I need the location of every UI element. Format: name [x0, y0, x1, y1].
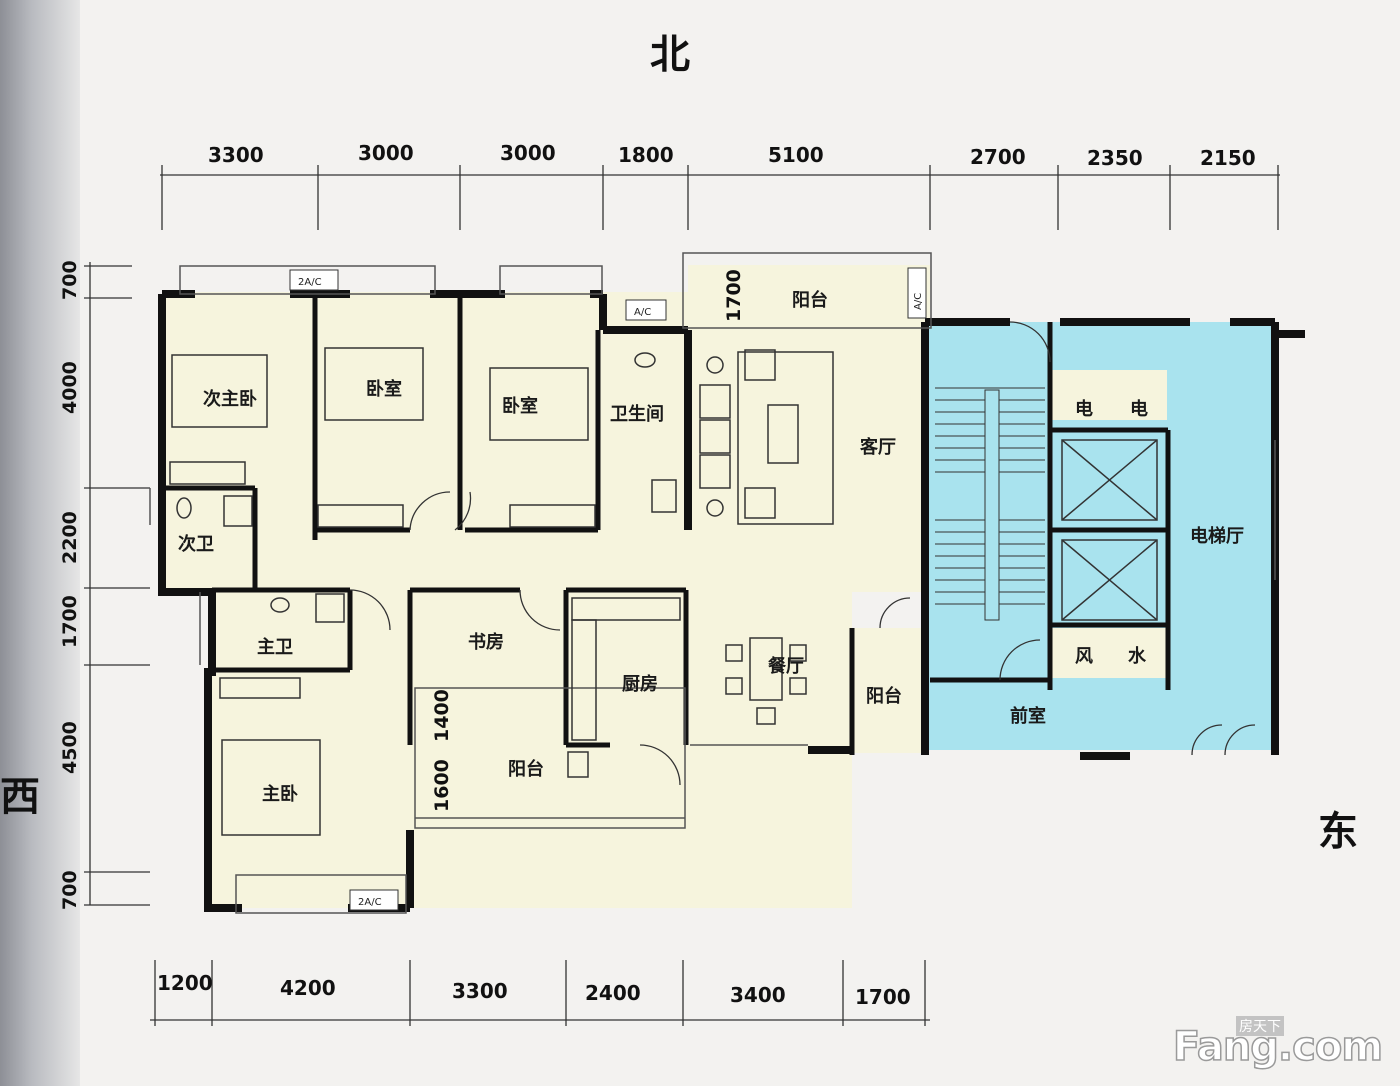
kitchen-furniture — [567, 597, 681, 778]
room-label-living-room: 客厅 — [860, 436, 896, 458]
left-dimension-line — [84, 262, 150, 906]
left-dim-6: 700 — [59, 870, 81, 910]
left-dim-5: 4500 — [59, 721, 81, 774]
room-label-bedroom-1: 卧室 — [366, 378, 402, 400]
room-label-balcony-north: 阳台 — [792, 289, 828, 311]
left-dim-2: 4000 — [59, 361, 81, 414]
left-dim-4: 1700 — [59, 595, 81, 648]
room-label-balcony-east: 阳台 — [866, 685, 902, 707]
room-label-kitchen: 厨房 — [622, 673, 658, 695]
bed-furniture — [169, 347, 596, 836]
left-dim-1: 700 — [59, 260, 81, 300]
compass-east: 东 — [1318, 809, 1358, 855]
room-label-front-hall: 前室 — [1010, 705, 1046, 727]
room-label-second-bath: 次卫 — [178, 533, 214, 555]
stairs — [935, 387, 1045, 621]
top-dim-8: 2150 — [1200, 146, 1256, 170]
top-dimension-line — [160, 165, 1280, 230]
room-label-bathroom: 卫生间 — [610, 403, 664, 425]
room-label-wind: 风 — [1075, 646, 1093, 667]
top-dim-3: 3000 — [500, 141, 556, 165]
floor-fills — [162, 265, 930, 908]
room-label-second-master: 次主卧 — [203, 388, 257, 410]
room-label-elec-1: 电 — [1075, 398, 1093, 420]
watermark-cn: 房天下 — [1236, 1016, 1284, 1036]
living-room-furniture — [699, 349, 834, 525]
top-dim-6: 2700 — [970, 145, 1026, 169]
ac-label-3: A/C — [913, 293, 924, 310]
interior-walls — [162, 294, 1171, 755]
bottom-dim-2: 4200 — [280, 976, 336, 1000]
room-label-elec-2: 电 — [1130, 398, 1148, 420]
room-label-master-bath: 主卫 — [257, 636, 293, 658]
room-label-study: 书房 — [468, 631, 504, 653]
room-label-balcony-south: 阳台 — [508, 758, 544, 780]
ac-boxes — [289, 267, 927, 911]
bottom-dim-1: 1200 — [157, 971, 213, 995]
compass-north: 北 — [650, 32, 690, 78]
ac-label-4: 2A/C — [358, 897, 382, 908]
room-label-dining-room: 餐厅 — [767, 655, 804, 677]
bottom-dim-4: 2400 — [585, 981, 641, 1005]
page-edge-shadow — [0, 0, 80, 1086]
ac-label-2: A/C — [634, 307, 651, 318]
room-label-master-bedroom: 主卧 — [262, 783, 298, 805]
fang-watermark: 房天下 Fang.com — [1172, 1016, 1384, 1071]
left-dim-3: 2200 — [59, 511, 81, 564]
door-arcs — [349, 321, 1256, 786]
top-dim-2: 3000 — [358, 141, 414, 165]
top-dim-5: 5100 — [768, 143, 824, 167]
bottom-dim-6: 1700 — [855, 985, 911, 1009]
inner-dim-balcony-north: 1700 — [723, 269, 745, 322]
room-label-bedroom-2: 卧室 — [502, 395, 538, 417]
room-label-elevator-hall: 电梯厅 — [1190, 525, 1244, 547]
bottom-dim-5: 3400 — [730, 983, 786, 1007]
top-dim-1: 3300 — [208, 143, 264, 167]
dining-furniture — [725, 637, 807, 725]
compass-west: 西 — [0, 774, 40, 820]
bottom-dim-3: 3300 — [452, 979, 508, 1003]
bath-fixtures — [176, 352, 677, 623]
elevator-shafts — [1061, 439, 1158, 621]
inner-dim-balcony-south-b: 1600 — [431, 759, 453, 812]
ac-label-1: 2A/C — [298, 277, 322, 288]
window-lines — [149, 252, 1276, 914]
bottom-dimension-line — [150, 960, 930, 1026]
top-dim-7: 2350 — [1087, 146, 1143, 170]
room-label-water: 水 — [1128, 645, 1147, 667]
top-dim-4: 1800 — [618, 143, 674, 167]
inner-dim-balcony-south-a: 1400 — [431, 689, 453, 742]
